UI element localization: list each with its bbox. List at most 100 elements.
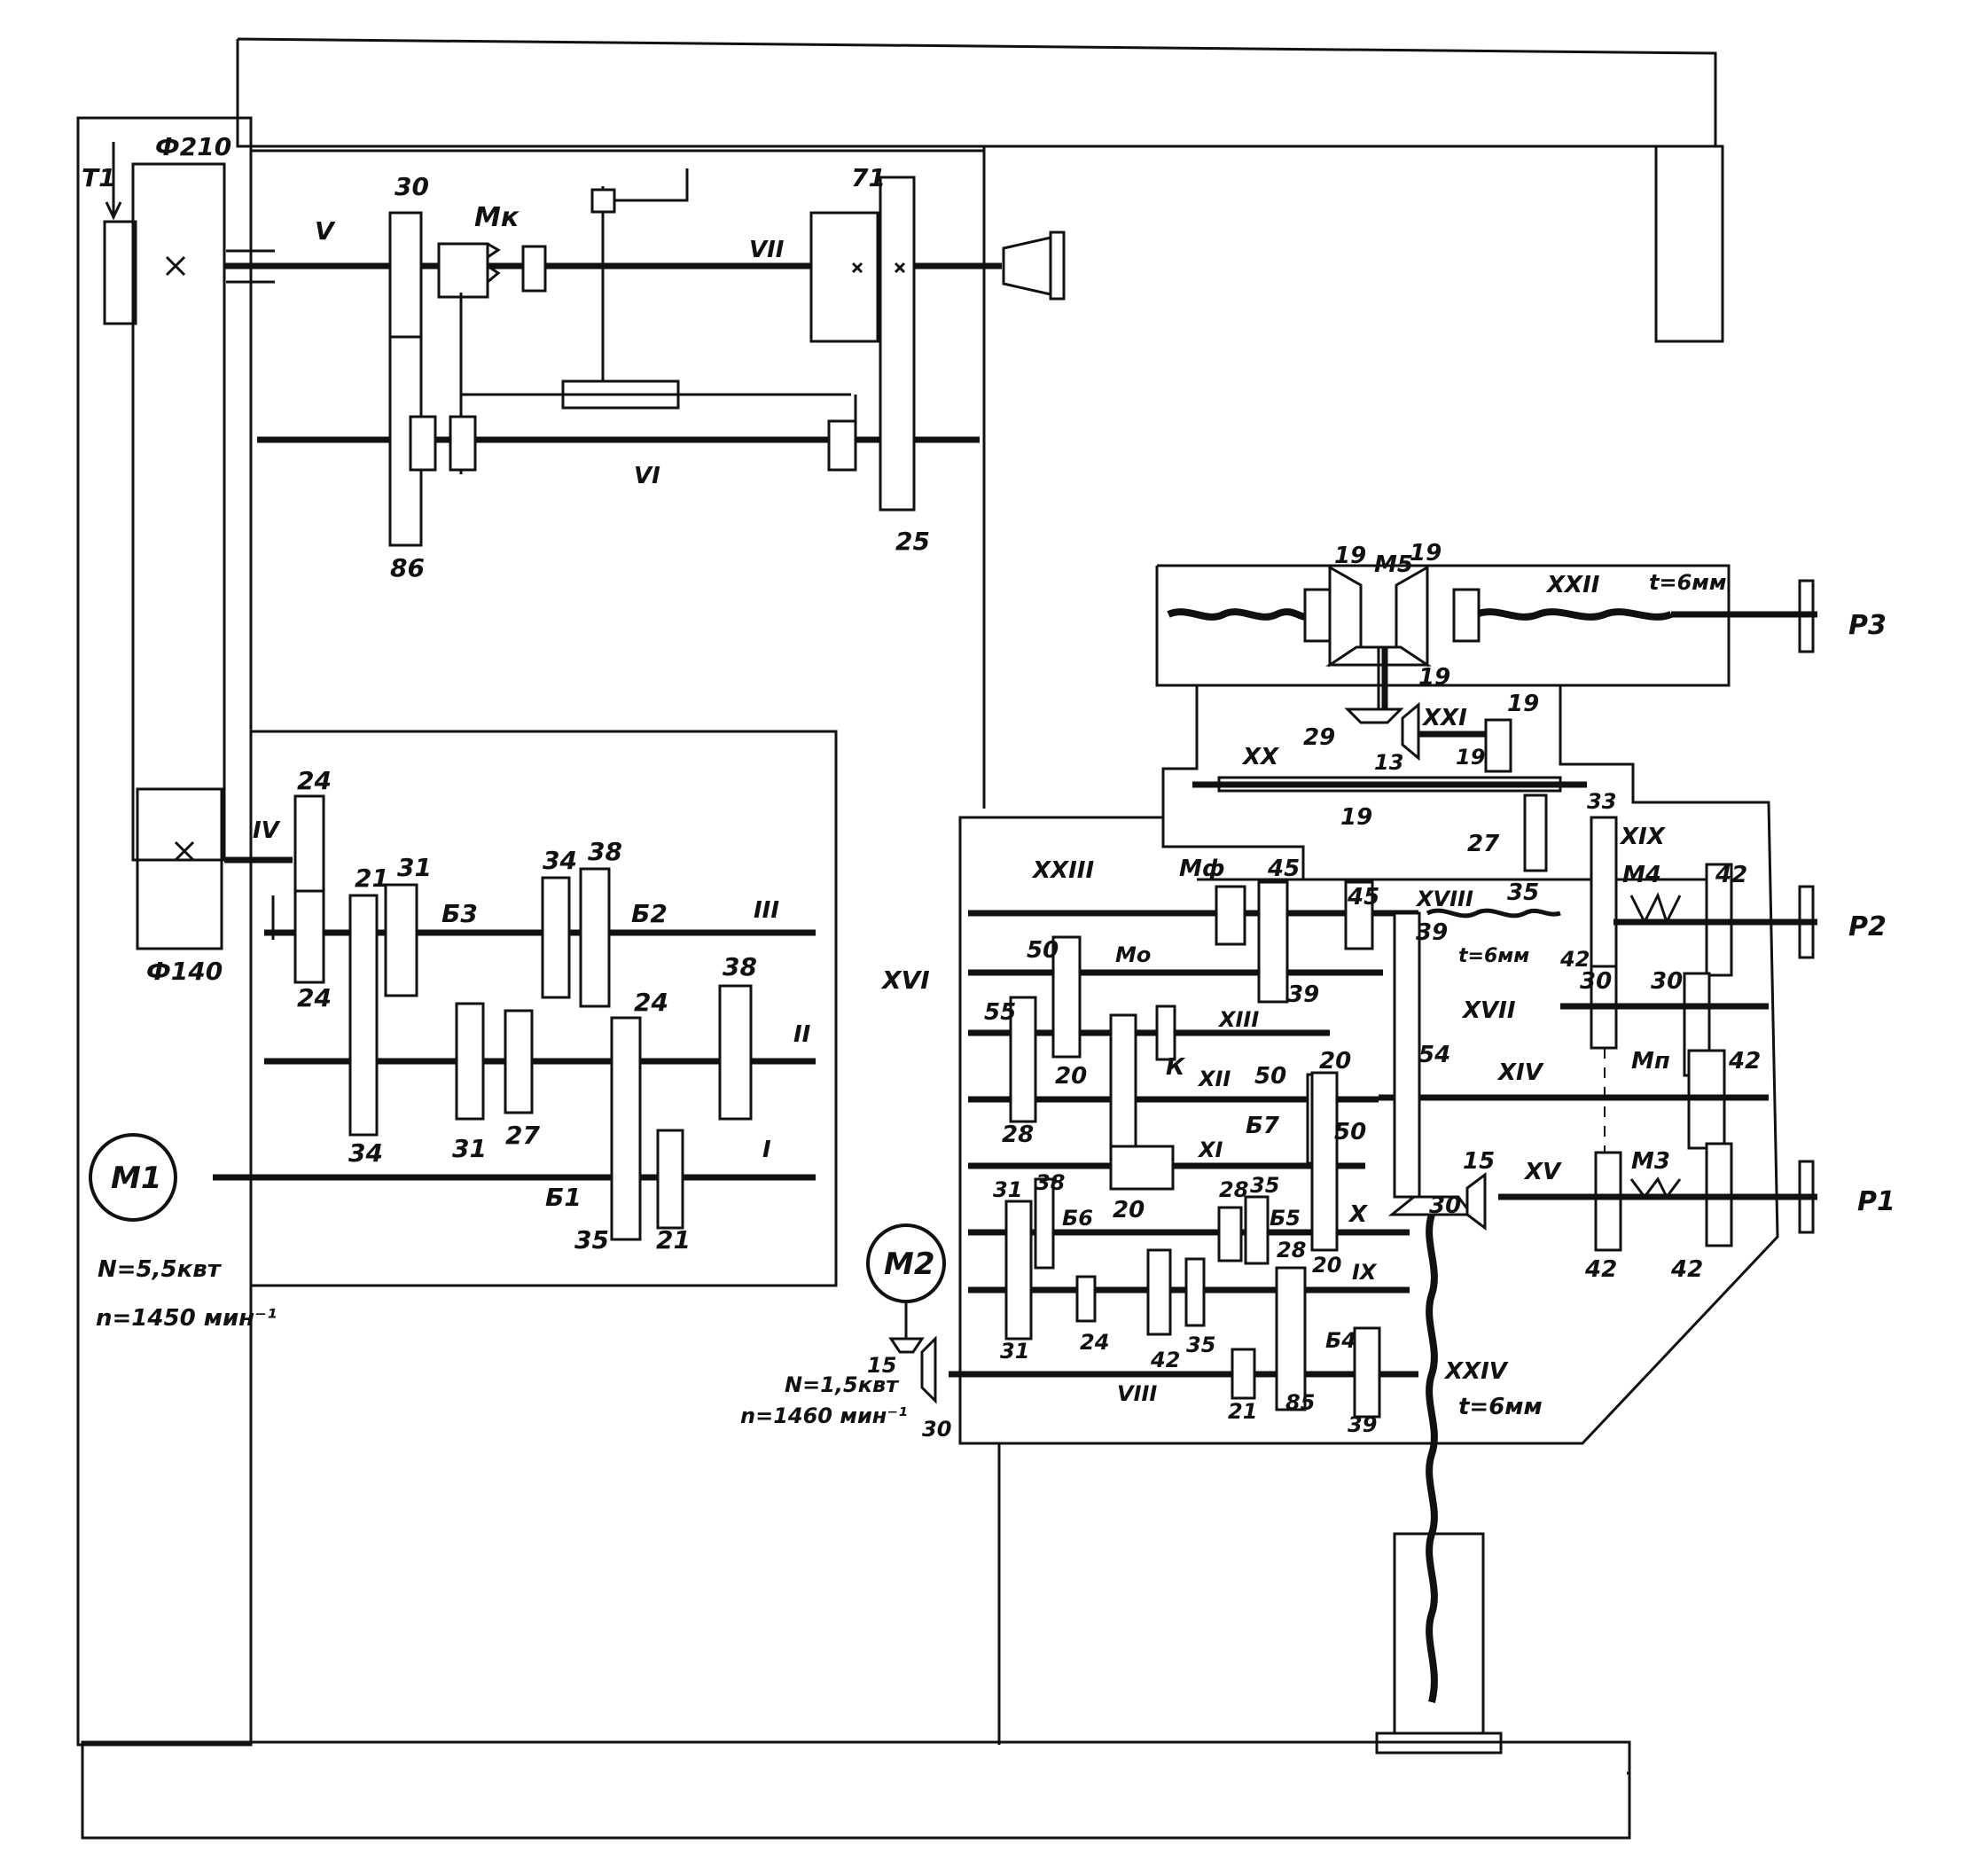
gear-label: 33 bbox=[1587, 789, 1616, 814]
gear-label: 21 bbox=[1228, 1399, 1257, 1424]
m2-label: M2 bbox=[884, 1247, 935, 1282]
gear-label: 28 bbox=[1002, 1122, 1034, 1148]
m1-label: M1 bbox=[111, 1161, 162, 1196]
pitch-label: t=6мм bbox=[1458, 945, 1529, 967]
clutch-mk bbox=[437, 242, 489, 299]
shaft-label: XVIII bbox=[1415, 887, 1473, 911]
shaft-label: IX bbox=[1352, 1260, 1378, 1285]
gear-label: 25 bbox=[895, 527, 930, 556]
gear-label: 30 bbox=[1580, 968, 1612, 995]
gear-label: 20 bbox=[1319, 1048, 1351, 1075]
gear-label: 15 bbox=[867, 1353, 896, 1378]
gear-label: 45 bbox=[1267, 856, 1300, 882]
shaft-label: III bbox=[754, 897, 779, 924]
clutch-label: М3 bbox=[1631, 1148, 1670, 1175]
gear-label: 24 bbox=[297, 766, 332, 795]
gear-label: 19 bbox=[1334, 543, 1366, 569]
belt-drive bbox=[103, 142, 226, 950]
gear-label: 50 bbox=[1334, 1119, 1366, 1145]
gear-label: 31 bbox=[397, 853, 432, 882]
shaft-label: XV bbox=[1523, 1159, 1562, 1185]
gear-label: 50 bbox=[1027, 937, 1059, 964]
gear-label: 20 bbox=[1055, 1063, 1087, 1090]
gear-label: 31 bbox=[1000, 1339, 1029, 1364]
gear-label: 19 bbox=[1418, 664, 1450, 691]
clutch-label: Мф bbox=[1179, 856, 1225, 882]
gear-label: 30 bbox=[1429, 1192, 1461, 1219]
gear-label: 45 bbox=[1347, 884, 1379, 911]
gear-label: 24 bbox=[1080, 1330, 1109, 1355]
gear-label: 19 bbox=[1456, 745, 1485, 770]
pitch-label: t=6мм bbox=[1649, 570, 1727, 595]
output-label: P1 bbox=[1857, 1186, 1895, 1217]
output-label: P2 bbox=[1848, 911, 1887, 942]
gear-label: 15 bbox=[1463, 1148, 1495, 1175]
spindle-group bbox=[224, 168, 1066, 547]
gear-label: 55 bbox=[984, 999, 1016, 1026]
clutch-label: К bbox=[1166, 1054, 1186, 1081]
shaft-label: VIII bbox=[1117, 1381, 1157, 1406]
motor-m1 bbox=[89, 1133, 177, 1222]
shaft-label: XIII bbox=[1217, 1007, 1259, 1032]
speed-gearbox bbox=[89, 794, 816, 1241]
gear-label: 42 bbox=[1559, 947, 1590, 972]
shaft-label: V bbox=[315, 216, 336, 246]
gear-label: 27 bbox=[1467, 831, 1500, 857]
labels: Ф210 Ф140 Т1 M1 N=5,5квт n=1450 мин⁻¹ M2… bbox=[82, 132, 1895, 1442]
pulley-bottom-label: Ф140 bbox=[146, 957, 223, 986]
gear-label: 50 bbox=[1254, 1063, 1286, 1090]
gear-label: 30 bbox=[1651, 968, 1683, 995]
gear-71-25 bbox=[879, 176, 916, 512]
block-label: Б5 bbox=[1270, 1206, 1301, 1231]
m2-speed: n=1460 мин⁻¹ bbox=[740, 1403, 908, 1428]
gear-label: 35 bbox=[574, 1225, 609, 1255]
shaft-label: XXIV bbox=[1443, 1358, 1509, 1385]
clutch-label: Мп bbox=[1631, 1048, 1670, 1075]
machine-frame bbox=[76, 37, 1724, 1840]
gear-label: 29 bbox=[1303, 724, 1335, 751]
output-label: P3 bbox=[1848, 610, 1887, 641]
clutch-label: М4 bbox=[1622, 862, 1661, 888]
m1-power: N=5,5квт bbox=[98, 1256, 223, 1283]
clutch-label: Мо bbox=[1115, 942, 1151, 967]
gear-label: 30 bbox=[922, 1417, 951, 1442]
gear-30-86 bbox=[388, 211, 423, 547]
gear-label: 24 bbox=[297, 983, 332, 1012]
gear-label: 42 bbox=[1584, 1256, 1617, 1283]
gear-label: 19 bbox=[1507, 691, 1539, 717]
gear-label: 20 bbox=[1113, 1197, 1145, 1223]
gear-label: 19 bbox=[1340, 804, 1372, 831]
gear-label: 28 bbox=[1219, 1177, 1248, 1202]
shaft-label: IV bbox=[253, 817, 281, 844]
clutch-label: Мк bbox=[474, 202, 520, 233]
gear-label: 30 bbox=[395, 172, 429, 201]
gear-label: 34 bbox=[348, 1138, 383, 1168]
gear-label: 38 bbox=[1035, 1170, 1065, 1195]
gear-label: 35 bbox=[1186, 1333, 1215, 1357]
shaft-label: XIV bbox=[1496, 1059, 1544, 1086]
m1-speed: n=1450 мин⁻¹ bbox=[96, 1305, 277, 1332]
gear-label: 34 bbox=[543, 846, 577, 875]
block-label: Б7 bbox=[1246, 1113, 1280, 1139]
clutch-label: М5 bbox=[1374, 551, 1413, 578]
shaft-label: XVI bbox=[880, 965, 930, 995]
clutch-t1-label: Т1 bbox=[82, 163, 116, 192]
shaft-label: XXII bbox=[1545, 572, 1600, 598]
block-label: Б1 bbox=[545, 1183, 582, 1212]
gear-label: 39 bbox=[1287, 981, 1319, 1008]
gear-label: 54 bbox=[1418, 1042, 1450, 1068]
block-label: Б6 bbox=[1062, 1206, 1093, 1231]
gear-label: 13 bbox=[1374, 750, 1403, 775]
shaft-label: XIX bbox=[1619, 824, 1667, 850]
shaft-label: XXI bbox=[1421, 705, 1467, 731]
shaft-label: XX bbox=[1241, 744, 1280, 770]
shaft-label: I bbox=[762, 1137, 771, 1163]
gear-label: 19 bbox=[1410, 540, 1442, 567]
gear-label: 31 bbox=[993, 1177, 1022, 1202]
block-label: Б2 bbox=[631, 899, 668, 928]
m2-power: N=1,5квт bbox=[785, 1372, 900, 1397]
spindle-chuck bbox=[809, 211, 879, 343]
feed-gearbox-housing bbox=[958, 564, 1779, 1445]
shaft-label: II bbox=[793, 1021, 811, 1048]
